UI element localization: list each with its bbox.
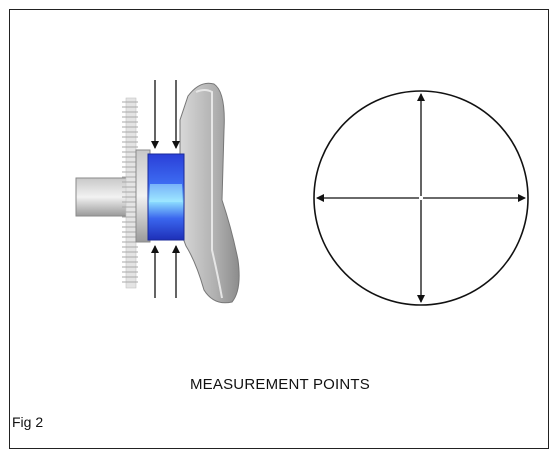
figure-caption: MEASUREMENT POINTS [189, 376, 370, 393]
crankshaft-illustration [75, 80, 240, 304]
crank-web-edge [195, 89, 223, 299]
journal-highlight [150, 184, 182, 202]
cross-section-circle [313, 90, 529, 306]
gear-tooth-lines [122, 101, 138, 283]
crank-web [179, 82, 240, 304]
diagram-canvas [75, 80, 529, 306]
figure-label: Fig 2 [12, 414, 44, 430]
journal-cross-section [313, 90, 529, 306]
